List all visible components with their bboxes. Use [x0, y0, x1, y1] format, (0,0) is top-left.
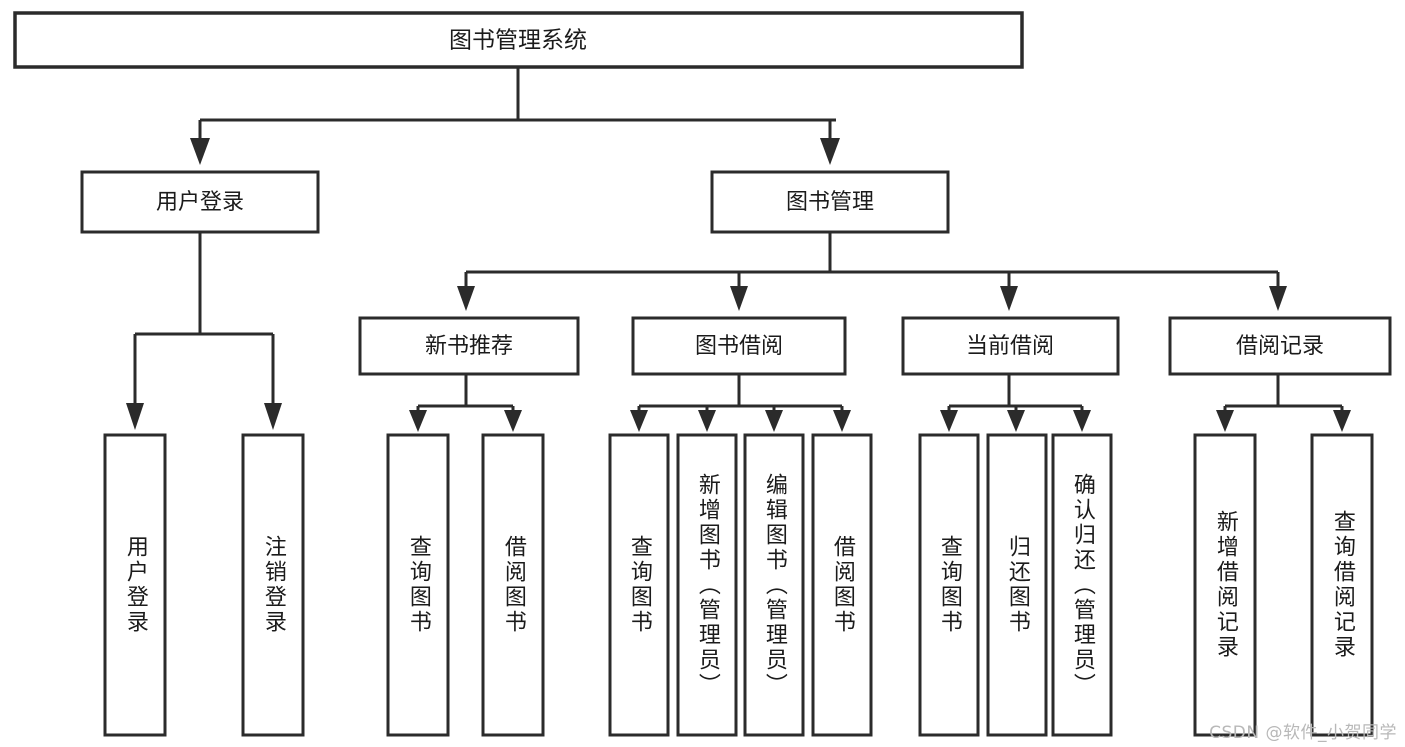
- leaf-label-query-book-b: 查询图书: [626, 535, 652, 635]
- node-book-borrow[interactable]: 图书借阅: [631, 316, 847, 376]
- node-book-borrow-box[interactable]: [631, 316, 847, 376]
- arrow-head-borrow-record: [1269, 286, 1287, 311]
- leaf-box-borrow-book-a[interactable]: [481, 433, 545, 737]
- leaf-label-query-book-a: 查询图书: [405, 535, 431, 635]
- arrow-head-leaf-edit-book: [765, 410, 783, 432]
- leaf-box-edit-book[interactable]: [743, 433, 805, 737]
- leaf-box-borrow-book-b[interactable]: [811, 433, 873, 737]
- leaf-box-return-book[interactable]: [986, 433, 1048, 737]
- leaf-label-confirm-return: 确认归还（管理员）: [1069, 472, 1095, 698]
- node-book-management-label: 图书管理: [786, 190, 874, 215]
- arrow-head-leaf-add-record: [1216, 410, 1234, 432]
- node-root-system[interactable]: 图书管理系统: [13, 11, 1024, 69]
- connector-group-user-login: [126, 232, 282, 430]
- leaf-label-return-book: 归还图书: [1004, 535, 1030, 635]
- node-new-book-recommend-box[interactable]: [358, 316, 580, 376]
- leaf-label-add-book: 新增图书（管理员）: [694, 472, 720, 698]
- node-user-login-box[interactable]: [80, 170, 320, 234]
- arrow-head-leaf-logout: [264, 403, 282, 430]
- arrow-head-book-mgmt: [820, 138, 840, 165]
- node-current-borrow[interactable]: 当前借阅: [901, 316, 1120, 376]
- leaf-label-query-book-c: 查询图书: [936, 535, 962, 635]
- leaf-box-query-book-b[interactable]: [608, 433, 670, 737]
- leaf-box-add-book[interactable]: [676, 433, 738, 737]
- leaf-label-borrow-book-a: 借阅图书: [500, 535, 526, 635]
- leaf-box-query-book-c[interactable]: [918, 433, 980, 737]
- node-user-login[interactable]: 用户登录: [80, 170, 320, 234]
- node-user-login-label: 用户登录: [156, 190, 244, 215]
- node-book-management-box[interactable]: [710, 170, 950, 234]
- leaf-label-add-record: 新增借阅记录: [1212, 510, 1238, 660]
- leaf-label-logout: 注销登录: [260, 535, 286, 635]
- arrow-head-current-borrow: [1000, 286, 1018, 311]
- csdn-watermark: CSDN @软件_小贺同学: [1209, 723, 1397, 743]
- node-current-borrow-label: 当前借阅: [966, 334, 1054, 359]
- arrow-head-leaf-query-book-c: [940, 410, 958, 432]
- arrow-head-leaf-user-login: [126, 403, 144, 430]
- connector-group-borrow-record: [1216, 374, 1351, 432]
- leaf-box-add-record[interactable]: [1193, 433, 1257, 737]
- leaf-box-logout[interactable]: [241, 433, 305, 737]
- node-borrow-record[interactable]: 借阅记录: [1168, 316, 1392, 376]
- node-root-system-box[interactable]: [13, 11, 1024, 69]
- connector-group-current-borrow: [940, 374, 1091, 432]
- arrow-head-new-book: [457, 286, 475, 311]
- connector-group-new-book: [409, 374, 522, 432]
- node-new-book-recommend[interactable]: 新书推荐: [358, 316, 580, 376]
- node-book-management[interactable]: 图书管理: [710, 170, 950, 234]
- node-new-book-recommend-label: 新书推荐: [425, 334, 513, 359]
- arrow-head-leaf-query-book-a: [409, 410, 427, 432]
- connector-group-borrow-book: [630, 374, 851, 432]
- arrow-head-leaf-query-record: [1333, 410, 1351, 432]
- leaf-label-query-record: 查询借阅记录: [1329, 510, 1355, 660]
- leaf-box-query-book-a[interactable]: [386, 433, 450, 737]
- leaf-box-query-record[interactable]: [1310, 433, 1374, 737]
- leaf-label-borrow-book-b: 借阅图书: [829, 535, 855, 635]
- leaf-box-user-login[interactable]: [103, 433, 167, 737]
- node-root-system-label: 图书管理系统: [449, 28, 587, 54]
- arrow-head-leaf-confirm-return: [1073, 410, 1091, 432]
- node-borrow-record-box[interactable]: [1168, 316, 1392, 376]
- arrow-head-user-login: [190, 138, 210, 165]
- arrow-head-leaf-query-book-b: [630, 410, 648, 432]
- arrow-head-leaf-borrow-book-b: [833, 410, 851, 432]
- connector-group-book-mgmt: [457, 232, 1287, 311]
- leaf-label-user-login: 用户登录: [122, 535, 148, 635]
- arrow-head-leaf-return-book: [1007, 410, 1025, 432]
- arrow-head-borrow-book: [730, 286, 748, 311]
- connector-group-root: [190, 67, 840, 165]
- node-borrow-record-label: 借阅记录: [1236, 334, 1324, 359]
- leaf-label-edit-book: 编辑图书（管理员）: [761, 472, 787, 698]
- leaf-box-group: [103, 433, 1374, 737]
- arrow-head-leaf-borrow-book-a: [504, 410, 522, 432]
- node-current-borrow-box[interactable]: [901, 316, 1120, 376]
- node-book-borrow-label: 图书借阅: [695, 334, 783, 359]
- arrow-head-leaf-add-book: [698, 410, 716, 432]
- leaf-box-confirm-return[interactable]: [1051, 433, 1113, 737]
